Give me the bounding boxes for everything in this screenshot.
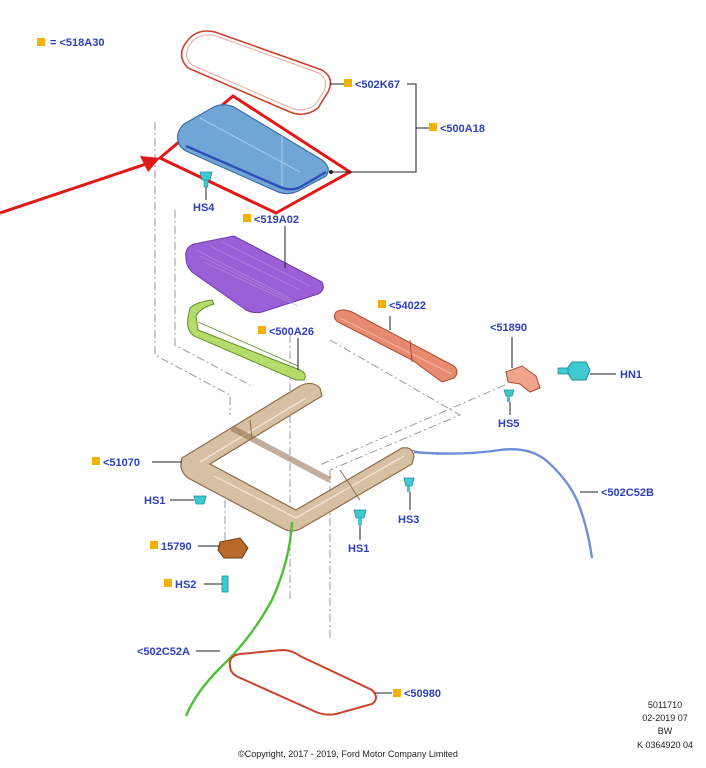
diagram-metadata: 5011710 02-2019 07 BW K 0364920 04 xyxy=(637,700,693,750)
rear-trim-panel xyxy=(333,309,458,383)
callout-HS2: HS2 xyxy=(175,579,196,591)
callout-500A18: <500A18 xyxy=(440,123,485,135)
callout-502C52B: <502C52B xyxy=(601,487,654,499)
hs1-clip-left xyxy=(193,495,207,505)
sunroof-frame xyxy=(180,382,415,532)
callout-HS1-left: HS1 xyxy=(144,495,165,507)
leader-lines xyxy=(152,83,616,694)
callout-15790: 15790 xyxy=(161,541,192,553)
callout-HS3: HS3 xyxy=(398,514,419,526)
callout-519A02: <519A02 xyxy=(254,214,299,226)
lower-seal xyxy=(228,648,377,716)
callout-HN1: HN1 xyxy=(620,369,642,381)
sunshade-panel xyxy=(185,235,324,314)
legend-text: = <518A30 xyxy=(50,37,104,49)
drain-bracket xyxy=(505,365,541,393)
callout-HS5: HS5 xyxy=(498,418,519,430)
legend-marker xyxy=(37,38,45,46)
sunroof-motor xyxy=(217,537,249,559)
hs3-clip xyxy=(403,477,415,492)
assembly-guide-lines xyxy=(154,122,506,640)
hs4-clip xyxy=(199,171,213,188)
meta-line-3: BW xyxy=(658,726,673,736)
copyright-text: ©Copyright, 2017 - 2019, Ford Motor Comp… xyxy=(238,749,458,759)
callout-54022: <54022 xyxy=(389,300,426,312)
callout-51070: <51070 xyxy=(103,457,140,469)
callout-50980: <50980 xyxy=(404,688,441,700)
wind-deflector xyxy=(187,299,306,381)
callout-HS1-center: HS1 xyxy=(348,543,369,555)
callout-51890: <51890 xyxy=(490,322,527,334)
callout-502C52A: <502C52A xyxy=(137,646,190,658)
callout-500A26: <500A26 xyxy=(269,326,314,338)
roof-opening-seal xyxy=(180,30,332,116)
callout-502K67: <502K67 xyxy=(355,79,400,91)
meta-line-4: K 0364920 04 xyxy=(637,740,693,750)
hs5-clip xyxy=(503,389,515,402)
sunroof-glass-panel xyxy=(177,104,333,195)
callout-labels: <502K67 <500A18 HS4 <519A02 <54022 <500A… xyxy=(103,79,654,700)
callout-markers xyxy=(92,79,437,697)
meta-line-1: 5011710 xyxy=(648,700,682,710)
meta-line-2: 02-2019 07 xyxy=(642,713,688,723)
hs2-clip xyxy=(221,575,229,593)
hs1-clip-center xyxy=(353,509,367,525)
drain-tube-left xyxy=(184,521,294,717)
hn1-grommet xyxy=(557,361,591,381)
pointer-arrow xyxy=(0,156,160,215)
callout-HS4: HS4 xyxy=(193,202,215,214)
legend: = <518A30 xyxy=(37,37,104,49)
drain-tube-right xyxy=(413,448,594,559)
